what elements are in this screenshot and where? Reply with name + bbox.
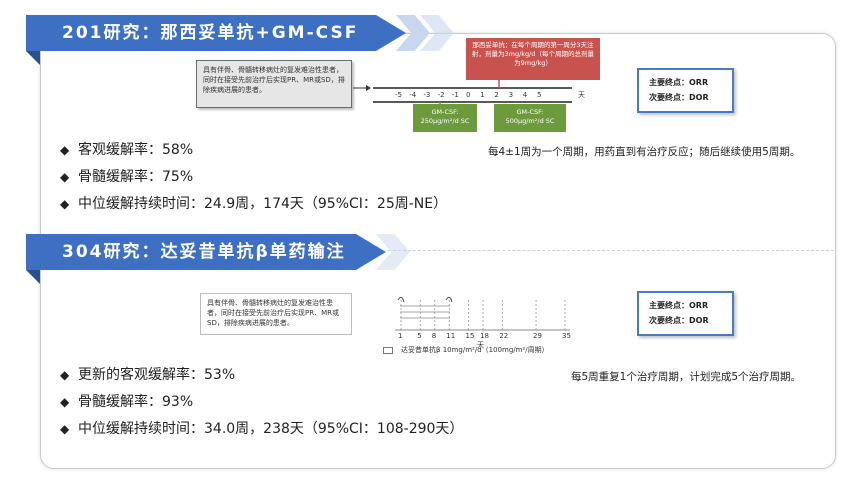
- timeline-unit-201: 天: [578, 91, 585, 99]
- gmcsf-box-2: GM-CSF: 500μg/m²/d SC: [494, 104, 566, 132]
- list-item: ◆ 骨髓缓解率：75%: [60, 169, 447, 196]
- gmcsf-box-1-name: GM-CSF:: [431, 108, 459, 116]
- timeline-unit-304: 天: [477, 341, 484, 349]
- bracket-mark: [397, 296, 405, 303]
- timeline-tick-label: 15: [465, 332, 475, 340]
- cycle-note-201: 每4±1周为一个周期，用药直到有治疗反应；随后继续使用5周期。: [488, 146, 801, 158]
- section-divider: [388, 250, 834, 251]
- results-list-201: ◆ 客观缓解率：58% ◆ 骨髓缓解率：75% ◆ 中位缓解持续时间：24.9周，17…: [60, 142, 447, 223]
- timeline-tick-label: 2: [494, 91, 499, 99]
- timeline-tick-label: -5: [395, 91, 402, 99]
- bracket-mark: [445, 296, 453, 303]
- timeline-tick-label: -1: [451, 91, 459, 99]
- arrow-head: [366, 85, 371, 91]
- diamond-bullet-icon: ◆: [60, 422, 70, 436]
- list-item: ◆ 骨髓缓解率：93%: [60, 394, 463, 421]
- diamond-bullet-icon: ◆: [60, 170, 70, 184]
- diamond-bullet-icon: ◆: [60, 143, 70, 157]
- gmcsf-box-2-dose: 500μg/m²/d SC: [505, 117, 555, 125]
- result-text: 骨髓缓解率：93%: [78, 394, 194, 410]
- eligibility-box-201: 具有伴骨、骨髓转移病灶的复发难治性患者，同时在接受先前治疗后实现PR、MR或SD…: [196, 60, 352, 108]
- primary-endpoint: 主要终点：ORR: [649, 78, 709, 87]
- result-text: 中位缓解持续时间：24.9周，174天（95%CI：25周-NE）: [78, 196, 448, 212]
- list-item: ◆ 中位缓解持续时间：34.0周，238天（95%CI：108-290天）: [60, 421, 463, 448]
- section-title-304: 304研究：达妥昔单抗β单药输注: [26, 234, 386, 270]
- timeline-tick-label: 1: [480, 91, 485, 99]
- endpoint-box-201: 主要终点：ORR 次要终点：DOR: [637, 68, 734, 113]
- timeline-tick-label: 8: [431, 332, 437, 340]
- timeline-tick-label: 35: [562, 332, 571, 340]
- timeline-tick-label: 22: [499, 332, 509, 340]
- result-text: 更新的客观缓解率：53%: [78, 367, 236, 383]
- secondary-endpoint: 次要终点：DOR: [649, 316, 709, 325]
- gmcsf-box-1: GM-CSF: 250μg/m²/d SC: [413, 104, 477, 132]
- result-text: 客观缓解率：58%: [78, 142, 194, 158]
- timeline-tick-label: 18: [480, 332, 489, 340]
- result-text: 骨髓缓解率：75%: [78, 169, 194, 185]
- list-item: ◆ 客观缓解率：58%: [60, 142, 447, 169]
- naxitamab-dose-box: 那西妥单抗：在每个周期的第一周分3天注射，剂量为3mg/kg/d（每个周期的总剂…: [466, 38, 600, 80]
- timeline-tick-label: 4: [522, 91, 528, 99]
- legend-swatch: [383, 346, 393, 354]
- timeline-tick-label: 11: [446, 332, 456, 340]
- timeline-tick-label: 1: [398, 332, 403, 340]
- eligibility-box-304: 具有伴骨、骨髓转移病灶的复发难治性患者，同时在接受先前治疗后实现PR、MR或SD…: [200, 293, 352, 335]
- results-list-304: ◆ 更新的客观缓解率：53% ◆ 骨髓缓解率：93% ◆ 中位缓解持续时间：34.0周…: [60, 367, 463, 448]
- cycle-note-304: 每5周重复1个治疗周期，计划完成5个治疗周期。: [571, 371, 802, 383]
- timeline-tick-label: -3: [423, 91, 431, 99]
- secondary-endpoint: 次要终点：DOR: [649, 93, 709, 102]
- list-item: ◆ 更新的客观缓解率：53%: [60, 367, 463, 394]
- timeline-tick-label: 5: [417, 332, 422, 340]
- legend-text: 达妥昔单抗β 10mg/m²/d（100mg/m²/周期）: [401, 346, 549, 354]
- timeline-tick-label: 3: [508, 91, 514, 99]
- list-item: ◆ 中位缓解持续时间：24.9周，174天（95%CI：25周-NE）: [60, 196, 447, 223]
- dose-legend: 达妥昔单抗β 10mg/m²/d（100mg/m²/周期）: [383, 345, 549, 355]
- diamond-bullet-icon: ◆: [60, 368, 70, 382]
- gmcsf-box-2-name: GM-CSF:: [516, 108, 544, 116]
- timeline-tick-label: -4: [409, 91, 417, 99]
- endpoint-box-304: 主要终点：ORR 次要终点：DOR: [637, 291, 734, 336]
- section-title-201: 201研究：那西妥单抗+GM-CSF: [26, 15, 406, 51]
- diamond-bullet-icon: ◆: [60, 395, 70, 409]
- timeline-tick-label: 29: [533, 332, 542, 340]
- primary-endpoint: 主要终点：ORR: [649, 301, 709, 310]
- diamond-bullet-icon: ◆: [60, 197, 70, 211]
- gmcsf-box-1-dose: 250μg/m²/d SC: [420, 117, 470, 125]
- timeline-tick-label: 0: [466, 91, 471, 99]
- timeline-tick-label: -2: [437, 91, 445, 99]
- timeline-tick-label: 5: [537, 91, 542, 99]
- result-text: 中位缓解持续时间：34.0周，238天（95%CI：108-290天）: [78, 421, 464, 437]
